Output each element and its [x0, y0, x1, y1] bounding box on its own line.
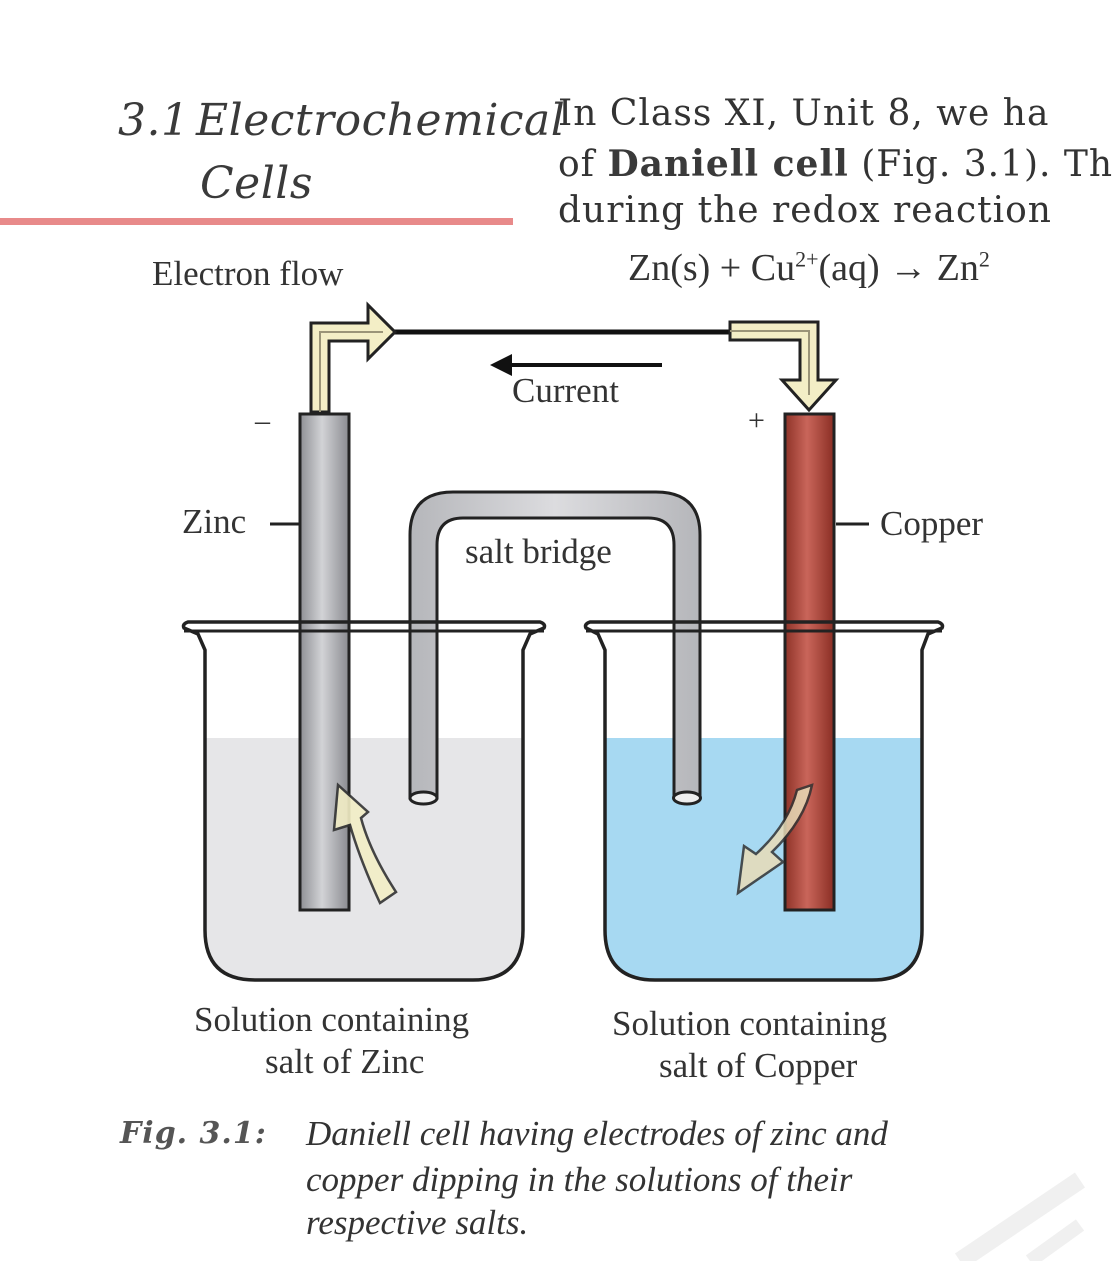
current-label: Current	[512, 371, 619, 410]
electron-flow-label: Electron flow	[152, 254, 344, 293]
body-line1: In Class XI, Unit 8, we ha	[558, 93, 1050, 134]
section-title-line2: Cells	[200, 158, 313, 209]
body-line3: during the redox reaction	[558, 190, 1052, 231]
salt-bridge-right-end	[672, 790, 702, 806]
electron-flow-arrow-right	[728, 320, 840, 413]
zinc-solution-label-line1: Solution containing	[194, 1000, 470, 1039]
copper-solution-label-line1: Solution containing	[612, 1004, 888, 1043]
copper-ion-arrow	[736, 783, 814, 896]
current-arrow-head	[490, 354, 512, 376]
negative-terminal-label: –	[255, 404, 270, 437]
body-line2-pre: of	[558, 144, 608, 185]
equation-left: Zn(s) + Cu	[628, 247, 796, 289]
salt-bridge-label: salt bridge	[465, 532, 612, 571]
copper-solution-label-line2: salt of Copper	[659, 1046, 858, 1085]
equation-mid: (aq) → Zn	[818, 247, 979, 289]
copper-label: Copper	[880, 504, 984, 543]
reaction-equation: Zn(s) + Cu2+(aq) → Zn2	[628, 246, 990, 290]
section-rule	[0, 218, 513, 225]
body-term-daniell-cell: Daniell cell	[607, 143, 849, 185]
body-line2: of Daniell cell (Fig. 3.1). Th	[558, 143, 1113, 185]
zinc-electrode	[298, 412, 351, 912]
figure-caption-key: Fig. 3.1:	[120, 1116, 267, 1151]
figure-caption-line2: copper dipping in the solutions of their	[306, 1160, 853, 1199]
zinc-solution-label-line2: salt of Zinc	[265, 1042, 425, 1081]
zinc-ion-arrow	[332, 782, 398, 905]
figure-caption-line1: Daniell cell having electrodes of zinc a…	[306, 1114, 888, 1153]
daniell-cell-diagram	[181, 301, 945, 982]
section-number: 3.1	[118, 95, 190, 146]
salt-bridge-left-end	[408, 790, 439, 806]
zinc-label: Zinc	[182, 502, 247, 541]
equation-sup2: 2	[978, 246, 990, 272]
figure-caption-line3: respective salts.	[306, 1203, 529, 1242]
body-line2-post: (Fig. 3.1). Th	[848, 144, 1113, 185]
copper-beaker	[583, 620, 945, 982]
section-title-line1: Electrochemical	[196, 95, 566, 146]
zinc-beaker	[181, 620, 547, 982]
positive-terminal-label: +	[748, 404, 765, 437]
equation-sup: 2+	[795, 246, 819, 272]
electron-flow-arrow-left	[309, 301, 398, 414]
copper-electrode	[783, 412, 836, 912]
